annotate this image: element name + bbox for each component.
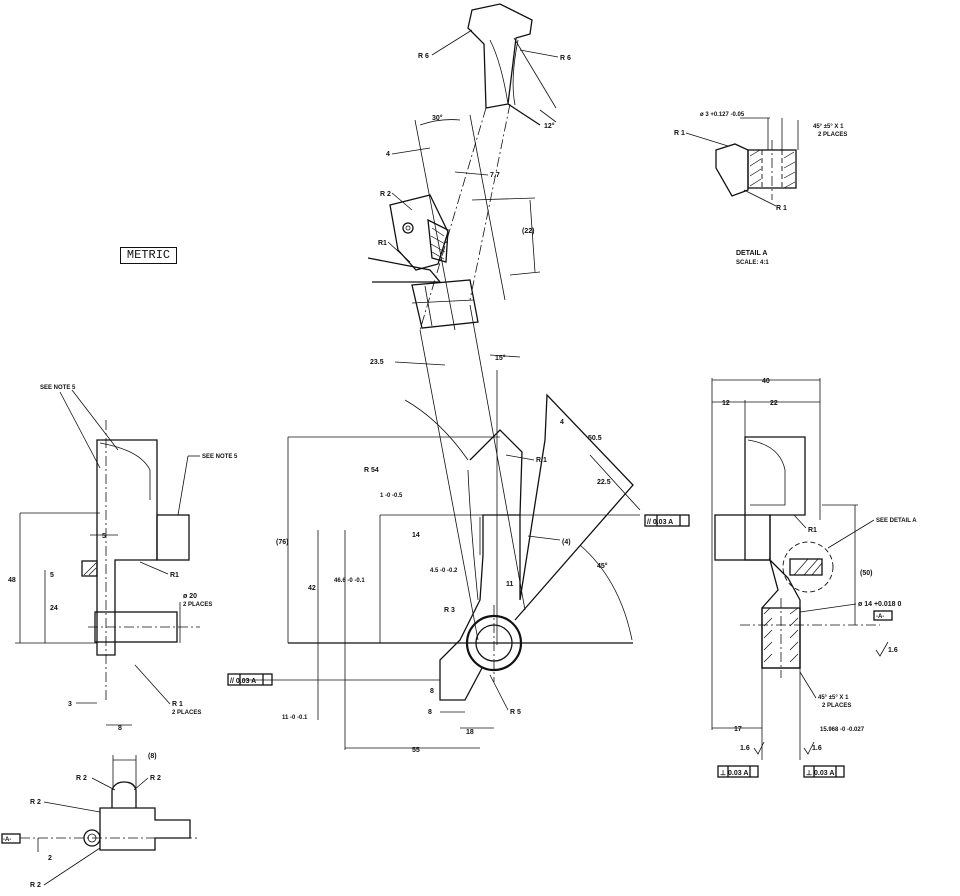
dimension-label: 40 [762,378,770,385]
radius-label: R 6 [418,53,429,60]
dimension-label: 8 [118,725,122,732]
feature-control-frame-left: // 0.03 A [227,673,273,686]
dimension-label: 23.5 [370,359,384,366]
angle-label: 30° [432,114,443,122]
dimension-label: 7.7 [490,172,500,179]
dimension-label: 17 [734,726,742,733]
angle-label: 15° [495,354,506,362]
dimension-label: 8 [428,709,432,716]
chamfer-callout: 45° ±5° X 1 [813,124,844,130]
dimension-label: 1 -0 -0.5 [380,493,403,499]
hole-callout: ø 3 +0.127 -0.05 [700,112,745,118]
dimension-label: 22 [770,400,778,407]
dimension-label: (76) [276,539,288,546]
detail-a-view: ø 3 +0.127 -0.05 45° ±5° X 1 2 PLACES R … [674,112,847,266]
fcf-text: ⊥ 0.03 A [720,769,748,777]
radius-label: R1 [170,572,179,579]
dimension-label: 50.5 [588,435,602,442]
angle-label: 12° [544,122,555,130]
note-callout: SEE NOTE 5 [202,454,238,460]
radius-label: R 2 [380,191,391,198]
dimension-label: 55 [412,747,420,754]
feature-control-frame-right-right: ⊥ 0.03 A [803,765,845,778]
dimension-label: 5 [50,572,54,579]
dimension-label: 48 [8,577,16,584]
radius-label: R 2 [30,799,41,806]
dimension-label: 4 [560,419,564,426]
dimension-label: 4 [386,151,390,158]
dimension-label: 22.5 [597,479,611,486]
radius-label: R 6 [560,55,571,62]
finish-symbol: 1.6 [740,745,750,752]
feature-control-frame-top: // 0.03 A [644,514,690,527]
radius-label: R 5 [510,709,521,716]
front-view: 23.5 15° 4 50.5 R 54 R 1 22.5 1 -0 -0.5 … [227,304,690,754]
places-callout: 2 PLACES [818,132,847,138]
dimension-label: (50) [860,570,872,577]
radius-label: R 2 [30,882,41,889]
fcf-text: ⊥ 0.03 A [806,769,834,777]
angle-label: 45° [597,562,608,570]
radius-label: R 1 [776,205,787,212]
fcf-text: // 0.03 A [647,519,673,526]
radius-label: R 54 [364,467,379,474]
dimension-label: (22) [522,228,534,235]
radius-label: R1 [378,240,387,247]
radius-label: R 2 [76,775,87,782]
top-auxiliary-view: R 6 R 6 12° 30° 4 7.7 R 2 R1 [367,3,571,331]
radius-label: R 3 [444,607,455,614]
datum-a: -A- [3,837,11,843]
diameter-callout: ø 14 +0.018 0 [858,601,902,608]
detail-scale: SCALE: 4:1 [736,260,769,266]
dimension-label: 11 [506,581,514,588]
dimension-label: 4.5 -0 -0.2 [430,568,458,574]
dimension-label: 5 [102,533,106,540]
dimension-label: 15.968 -0 -0.027 [820,727,865,733]
dimension-label: 18 [466,729,474,736]
finish-symbol: 1.6 [888,647,898,654]
bottom-view: (8) R 2 R 2 R 2 R 2 -A- 2 [1,753,200,889]
datum-a: -A- [876,614,884,620]
detail-title: DETAIL A [736,250,767,257]
dimension-label: 11 -0 -0.1 [282,715,308,721]
dimension-label: 3 [68,701,72,708]
dimension-label: 14 [412,532,420,539]
dimension-label: 8 [430,688,434,695]
left-side-view: SEE NOTE 5 SEE NOTE 5 5 5 48 24 R1 ø 20 … [8,385,238,732]
radius-label: R 2 [150,775,161,782]
diameter-callout: ø 20 [183,593,197,600]
feature-control-frame-right-left: ⊥ 0.03 A [717,765,759,778]
dimension-label: 46.6 -0 -0.1 [334,578,365,584]
fcf-text: // 0.03 A [230,678,256,685]
chamfer-callout: 45° ±5° X 1 [818,695,849,701]
places-callout: 2 PLACES [822,703,851,709]
places-callout: 2 PLACES [172,710,201,716]
dimension-label: 2 [48,855,52,862]
dimension-label: 12 [722,400,730,407]
note-callout: SEE DETAIL A [876,518,917,524]
note-callout: SEE NOTE 5 [40,385,76,391]
metric-label: METRIC [120,247,177,264]
dimension-label: (8) [148,753,157,760]
dimension-label: 42 [308,585,316,592]
dimension-label: (4) [562,539,571,546]
right-view: 40 12 22 R1 SEE DETAIL A (50) [711,378,917,778]
finish-symbol: 1.6 [812,745,822,752]
places-callout: 2 PLACES [183,602,212,608]
dimension-label: 24 [50,605,58,612]
radius-label: R1 [808,527,817,534]
radius-label: R 1 [674,130,685,137]
radius-label: R 1 [536,457,547,464]
radius-label: R 1 [172,701,183,708]
